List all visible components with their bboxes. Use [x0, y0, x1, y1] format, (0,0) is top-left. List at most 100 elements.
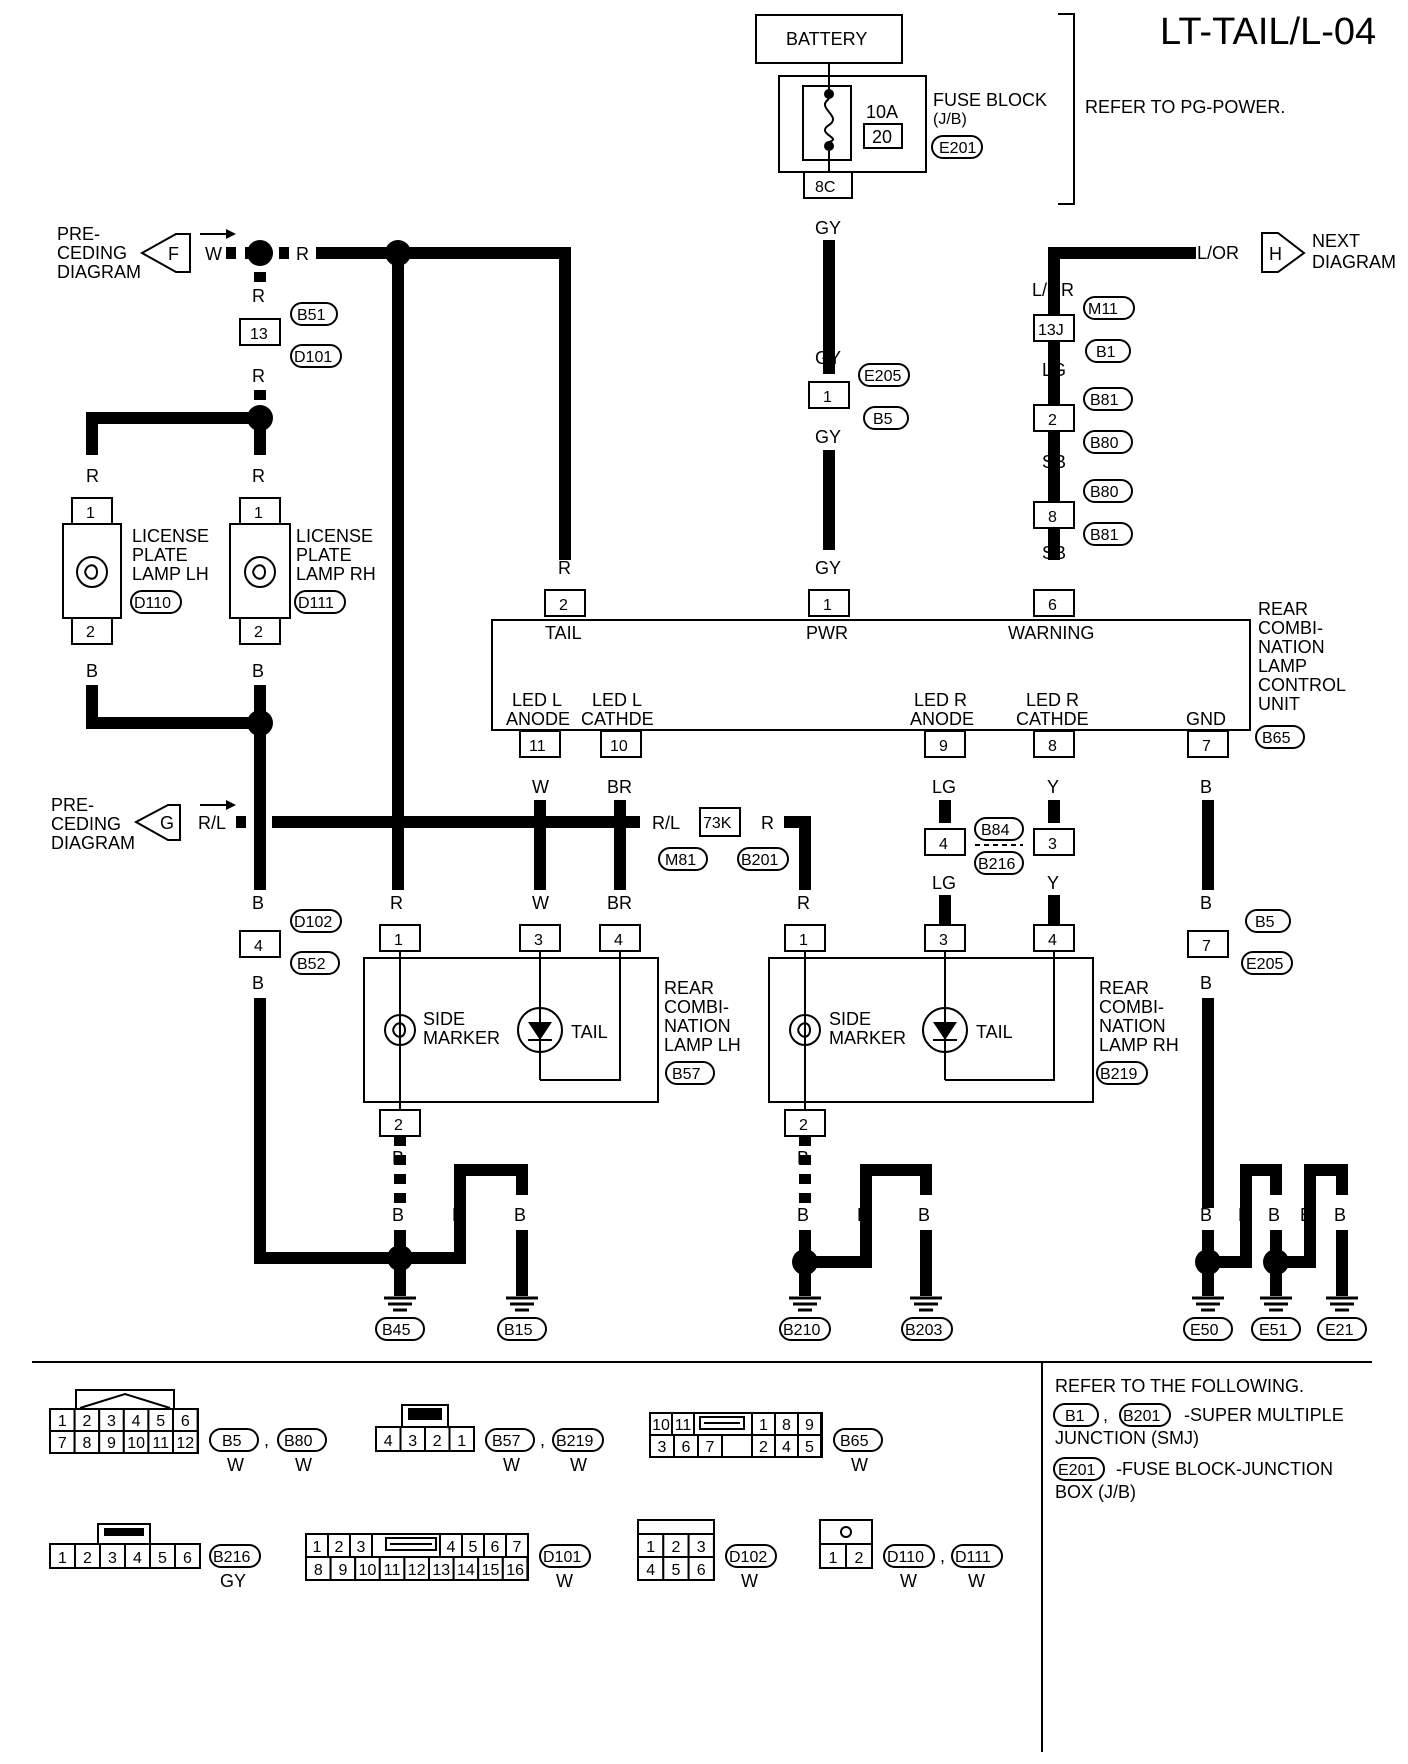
fuse-block: [778, 75, 927, 173]
connector-id: D110: [887, 1549, 924, 1566]
connector-cavity: [501, 1556, 529, 1581]
pin-label: GND: [1186, 709, 1226, 729]
cavity-number: 9: [338, 1562, 347, 1579]
cavity-number: 8: [314, 1562, 323, 1579]
connector-color: W: [968, 1571, 985, 1591]
cavity-number: 6: [682, 1439, 691, 1456]
terminal-label: 2: [799, 1117, 808, 1134]
connector-id: D111: [955, 1549, 991, 1566]
terminal-label: 3: [939, 932, 948, 949]
diagram-title: LT-TAIL/L-04: [1160, 11, 1376, 53]
lamp-part-label: TAIL: [976, 1022, 1013, 1042]
unit-label: CONTROL: [1258, 675, 1346, 695]
cavity-number: 4: [132, 1413, 141, 1430]
connector-cavity: [49, 1543, 76, 1569]
lamp-label: NATION: [664, 1016, 731, 1036]
fuse-rating: 10A: [866, 102, 898, 122]
separator: ,: [940, 1546, 945, 1566]
connector-color: W: [900, 1571, 917, 1591]
wire-color-label: R/L: [198, 813, 226, 833]
pin-label: LED R: [914, 690, 967, 710]
svg-text:2: 2: [254, 624, 263, 641]
cavity-number: 9: [107, 1435, 116, 1452]
wire-color-label: R: [86, 466, 99, 486]
lamp-part-label: MARKER: [423, 1028, 500, 1048]
connector-id: B81: [1090, 527, 1119, 544]
wire-color-label: B: [514, 1205, 526, 1225]
lamp-label: LAMP LH: [664, 1035, 741, 1055]
pin-label: LED R: [1026, 690, 1079, 710]
cavity-number: 2: [83, 1550, 92, 1567]
connector-id: B52: [297, 956, 326, 973]
wire-color-label: LG: [932, 873, 956, 893]
connector-id: B57: [672, 1066, 701, 1083]
svg-text:1: 1: [254, 505, 263, 522]
terminal-label: 8: [1048, 509, 1057, 526]
wire-color-label: L/OR: [1197, 243, 1239, 263]
wire-color-label: R: [558, 558, 571, 578]
connector-id: E201: [939, 140, 976, 157]
cavity-number: 7: [706, 1439, 715, 1456]
cavity-number: 10: [652, 1417, 670, 1434]
connector-id: B5: [1255, 914, 1275, 931]
terminal-label: 4: [1048, 932, 1057, 949]
cavity-number: 4: [384, 1433, 393, 1450]
cavity-number: 3: [697, 1539, 706, 1556]
lamp-label: LICENSE: [296, 526, 373, 546]
connector-color: W: [556, 1571, 573, 1591]
preceding-label: CEDING: [51, 814, 121, 834]
unit-label: REAR: [1258, 599, 1308, 619]
cavity-number: 3: [357, 1539, 366, 1556]
connector-id: B57: [492, 1433, 521, 1450]
wire-color-label: W: [532, 777, 549, 797]
unit-label: LAMP: [1258, 656, 1307, 676]
wire-color-label: B: [1268, 1205, 1280, 1225]
connector-id: M11: [1088, 301, 1118, 318]
lamp-label: REAR: [664, 978, 714, 998]
connector-id: B5: [873, 411, 893, 428]
wire-color-label: BR: [607, 893, 632, 913]
connector-cavity: [797, 1434, 822, 1458]
connector-color: W: [503, 1455, 520, 1475]
cavity-number: 1: [646, 1539, 655, 1556]
wire-color-label: L/OR: [1032, 280, 1074, 300]
cavity-number: 2: [759, 1439, 768, 1456]
connector-color: W: [851, 1455, 868, 1475]
wire-color-label: R: [390, 893, 403, 913]
cavity-number: 4: [447, 1539, 456, 1556]
cavity-number: 2: [433, 1433, 442, 1450]
cavity-number: 5: [469, 1539, 478, 1556]
wire-color-label: B: [1200, 893, 1212, 913]
wire-color-label: LG: [932, 777, 956, 797]
terminal-label: 13J: [1038, 322, 1064, 339]
connector-id: D111: [298, 595, 334, 612]
cavity-number: 1: [829, 1550, 838, 1567]
wire-color-label: B: [252, 893, 264, 913]
connector-cavity: [687, 1556, 715, 1581]
terminal-label: 3: [1048, 836, 1057, 853]
connector-id: B216: [978, 856, 1015, 873]
preceding-label: DIAGRAM: [57, 262, 141, 282]
unit-label: NATION: [1258, 637, 1325, 657]
connector-id: B81: [1090, 392, 1119, 409]
terminal-label: 11: [529, 738, 546, 755]
refer-text: BOX (J/B): [1055, 1482, 1136, 1502]
side-marker-bulb-icon: [384, 1014, 416, 1046]
cavity-number: 5: [158, 1550, 167, 1567]
cavity-number: 1: [759, 1417, 768, 1434]
arrow-letter: G: [160, 813, 174, 833]
connector-cavity: [99, 1543, 126, 1569]
next-label: DIAGRAM: [1312, 252, 1396, 272]
connector-id: B1: [1065, 1408, 1085, 1425]
tail-led-icon: [922, 1007, 968, 1053]
terminal-label: 7: [1202, 938, 1211, 955]
wire-color-label: R: [296, 244, 309, 264]
unit-label: COMBI-: [1258, 618, 1323, 638]
connector-id: B201: [741, 852, 778, 869]
bracket: [1058, 13, 1075, 205]
separator: ,: [540, 1430, 545, 1450]
wire-color-label: R: [761, 813, 774, 833]
wire-color-label: R: [797, 893, 810, 913]
